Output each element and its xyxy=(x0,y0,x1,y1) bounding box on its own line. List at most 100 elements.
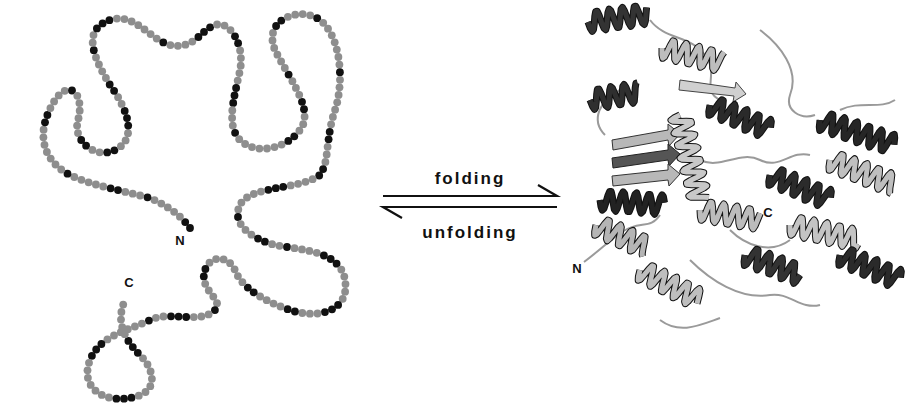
residue-bead xyxy=(228,114,236,122)
residue-bead xyxy=(231,32,239,40)
residue-bead xyxy=(328,31,336,39)
helix-outline xyxy=(769,170,832,206)
residue-bead xyxy=(121,107,129,115)
residue-bead xyxy=(306,247,314,255)
residue-bead xyxy=(291,11,299,19)
residue-bead xyxy=(328,305,336,313)
alpha-helix xyxy=(595,220,645,256)
alpha-helix xyxy=(590,83,637,109)
residue-bead xyxy=(313,249,321,257)
residue-bead xyxy=(122,137,130,145)
residue-bead xyxy=(88,352,96,360)
residue-bead xyxy=(40,126,48,134)
residue-bead xyxy=(119,301,127,309)
residue-bead xyxy=(76,99,84,107)
residue-bead xyxy=(92,54,100,62)
residue-bead xyxy=(200,273,208,281)
residue-bead xyxy=(333,46,341,54)
helix-outline xyxy=(662,41,724,70)
residue-bead xyxy=(268,240,276,248)
residue-bead xyxy=(263,145,271,153)
residue-bead xyxy=(75,114,83,122)
residue-bead xyxy=(212,255,220,263)
residue-bead xyxy=(84,366,92,374)
residue-bead xyxy=(85,178,93,186)
alpha-helix xyxy=(744,249,800,283)
residue-bead xyxy=(263,296,271,304)
residue-bead xyxy=(113,395,121,403)
residue-bead xyxy=(231,92,239,100)
residue-bead xyxy=(89,146,97,154)
residue-bead xyxy=(284,305,292,313)
residue-bead xyxy=(234,272,242,280)
residue-bead xyxy=(264,186,272,194)
residue-bead xyxy=(287,182,295,190)
residue-bead xyxy=(106,81,114,89)
residue-bead xyxy=(342,280,350,288)
residue-bead xyxy=(44,111,52,119)
residue-bead xyxy=(281,64,289,72)
residue-bead xyxy=(202,265,210,273)
residue-bead xyxy=(153,35,161,43)
residue-bead xyxy=(336,61,344,69)
residue-bead xyxy=(41,118,49,126)
residue-bead xyxy=(92,181,100,189)
residue-bead xyxy=(105,394,113,402)
residue-bead xyxy=(47,104,55,112)
residue-bead xyxy=(182,41,190,49)
residue-bead xyxy=(118,308,126,316)
helix-outline xyxy=(744,249,800,283)
residue-bead xyxy=(226,259,234,267)
terminus-label: C xyxy=(763,206,772,219)
residue-bead xyxy=(174,42,182,50)
residue-bead xyxy=(315,172,323,180)
residue-bead xyxy=(269,37,277,45)
residue-bead xyxy=(331,106,339,114)
residue-bead xyxy=(298,309,306,317)
residue-bead xyxy=(237,54,245,62)
residue-bead xyxy=(159,39,167,47)
residue-bead xyxy=(123,114,131,122)
residue-bead xyxy=(99,183,107,191)
residue-bead xyxy=(167,41,175,49)
residue-bead xyxy=(238,199,246,207)
residue-bead xyxy=(277,17,285,25)
residue-bead xyxy=(114,186,122,194)
residue-bead xyxy=(257,188,265,196)
residue-bead xyxy=(234,77,242,85)
residue-bead xyxy=(201,280,209,288)
residue-bead xyxy=(256,293,264,301)
residue-bead xyxy=(124,337,132,345)
residue-bead xyxy=(299,120,307,128)
residue-bead xyxy=(336,83,344,91)
residue-bead xyxy=(128,394,136,402)
residue-bead xyxy=(61,87,69,95)
residue-bead xyxy=(324,25,332,33)
residue-bead xyxy=(237,62,245,70)
residue-bead xyxy=(124,129,132,137)
helix-outline xyxy=(588,6,647,31)
residue-bead xyxy=(90,31,98,39)
residue-bead xyxy=(144,193,152,201)
residue-bead xyxy=(323,151,331,159)
residue-bead xyxy=(341,288,349,296)
residue-bead xyxy=(335,91,343,99)
residue-bead xyxy=(337,266,345,274)
residue-bead xyxy=(206,23,214,31)
residue-bead xyxy=(236,47,244,55)
residue-bead xyxy=(147,368,155,376)
residue-bead xyxy=(272,184,280,192)
residue-bead xyxy=(291,308,299,316)
residue-bead xyxy=(120,395,128,403)
residue-bead xyxy=(73,122,81,130)
residue-bead xyxy=(121,188,129,196)
alpha-helix xyxy=(600,191,665,214)
alpha-helix xyxy=(588,6,647,31)
residue-bead xyxy=(209,293,217,301)
residue-bead xyxy=(175,313,183,321)
arrow-label: folding xyxy=(435,170,506,187)
residue-bead xyxy=(220,256,228,264)
residue-bead xyxy=(309,175,317,183)
residue-bead xyxy=(277,58,285,66)
